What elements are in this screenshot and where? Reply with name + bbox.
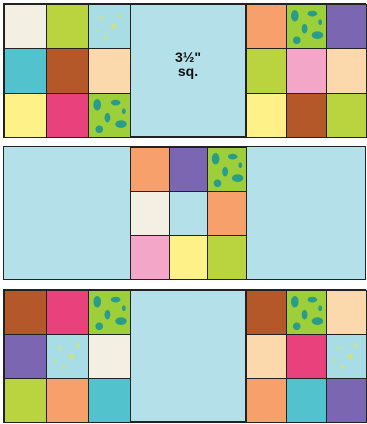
fabric-square-orange [246, 4, 287, 49]
fabric-square-cream [130, 191, 170, 236]
fabric-square-rust [4, 290, 47, 335]
fabric-square-lime [326, 93, 367, 138]
size-label-measure: 3½" [130, 50, 246, 64]
fabric-square-lime [207, 235, 247, 280]
fabric-square-purple [326, 4, 367, 49]
fabric-square-yellow [246, 93, 287, 138]
fabric-square-print [207, 147, 247, 192]
size-label-unit: sq. [130, 64, 246, 78]
fabric-square-lime [246, 48, 287, 93]
fabric-square-orange [207, 191, 247, 236]
fabric-square-pink [286, 48, 327, 93]
fabric-square-teal [88, 378, 131, 423]
fabric-square-rust [246, 290, 287, 335]
fabric-square-speck [326, 334, 367, 379]
size-label: 3½" sq. [130, 50, 246, 78]
fabric-square-cream [4, 4, 47, 49]
fabric-square-speck [46, 334, 89, 379]
fabric-square-yellow [4, 93, 47, 138]
fabric-square-lime [46, 4, 89, 49]
fabric-square-orange [130, 147, 170, 192]
fabric-square-orange [46, 378, 89, 423]
fabric-square-yellow [169, 235, 209, 280]
fabric-square-lime [4, 378, 47, 423]
fabric-square-print [286, 290, 327, 335]
fabric-square-cream [88, 334, 131, 379]
large-center-square [130, 290, 246, 422]
fabric-square-peach [326, 290, 367, 335]
fabric-square-print [88, 93, 131, 138]
fabric-square-teal [286, 378, 327, 423]
fabric-square-purple [169, 147, 209, 192]
fabric-square-peach [326, 48, 367, 93]
fabric-square-orange [246, 378, 287, 423]
fabric-square-print [88, 290, 131, 335]
fabric-square-peach [88, 48, 131, 93]
fabric-square-magenta [46, 290, 89, 335]
fabric-square-pink [130, 235, 170, 280]
fabric-square-print [286, 4, 327, 49]
fabric-square-magenta [46, 93, 89, 138]
fabric-square-speck [88, 4, 131, 49]
fabric-square-purple [326, 378, 367, 423]
fabric-square-rust [286, 93, 327, 138]
fabric-square-magenta [286, 334, 327, 379]
fabric-square-teal [4, 48, 47, 93]
fabric-square-peach [246, 334, 287, 379]
fabric-square-rust [46, 48, 89, 93]
fabric-square-purple [4, 334, 47, 379]
fabric-square-lightblue [169, 191, 209, 236]
